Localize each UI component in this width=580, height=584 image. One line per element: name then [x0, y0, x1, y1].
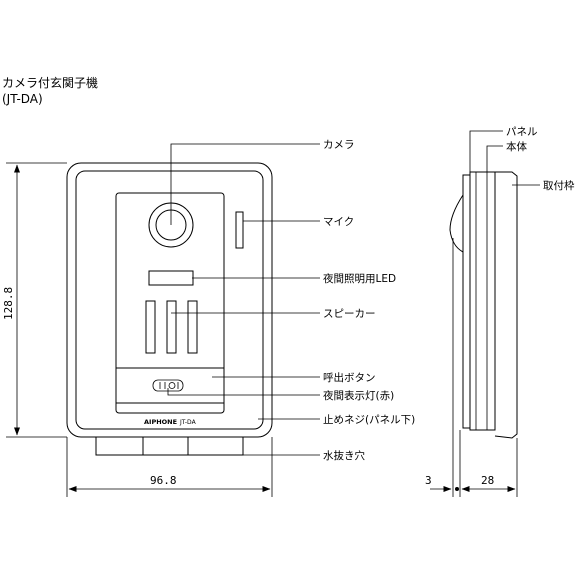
mic-slot	[235, 211, 244, 249]
side-body	[469, 171, 496, 431]
label-night-led: 夜間照明用LED	[323, 272, 396, 285]
call-button	[115, 367, 225, 404]
model-mark: JT-DA	[179, 419, 197, 426]
label-body: 本体	[506, 140, 527, 153]
label-speaker: スピーカー	[323, 308, 376, 320]
product-name: カメラ付玄関子機	[2, 76, 99, 90]
depth-total-value: 28	[481, 474, 494, 487]
speaker-slot	[166, 300, 177, 354]
label-mic: マイク	[323, 216, 354, 228]
label-call-button: 呼出ボタン	[323, 371, 376, 384]
speaker-slot	[187, 300, 198, 354]
side-view	[449, 171, 518, 439]
speaker-slot	[145, 300, 156, 354]
night-led	[148, 270, 194, 286]
side-leaders	[469, 130, 540, 186]
camera-bulge	[449, 194, 464, 253]
label-camera: カメラ	[323, 139, 355, 151]
front-view: AIPHONE JT-DA	[66, 162, 273, 456]
side-panel	[462, 174, 471, 429]
front-panel-inner	[75, 170, 264, 430]
width-dimension: 96.8	[66, 437, 273, 497]
depth-dimension: 3 28	[425, 238, 518, 497]
front-leaders	[167, 143, 320, 456]
label-panel: パネル	[506, 126, 538, 138]
product-model: (JT-DA)	[2, 92, 43, 106]
label-mount-frame: 取付枠	[543, 179, 575, 192]
label-screw: 止めネジ(パネル下)	[323, 414, 415, 426]
width-value: 96.8	[150, 474, 177, 487]
brand-mark: AIPHONE	[144, 418, 177, 426]
label-drain-holes: 水抜き穴	[323, 449, 365, 462]
side-mount-frame	[494, 171, 518, 439]
height-dimension: 128.8	[2, 162, 67, 438]
depth-panel-value: 3	[425, 474, 432, 487]
face-plate	[115, 192, 225, 414]
height-value: 128.8	[2, 287, 15, 320]
label-night-indicator: 夜間表示灯(赤)	[323, 389, 394, 402]
front-panel-outline	[66, 162, 273, 438]
bottom-skirt	[95, 437, 244, 456]
